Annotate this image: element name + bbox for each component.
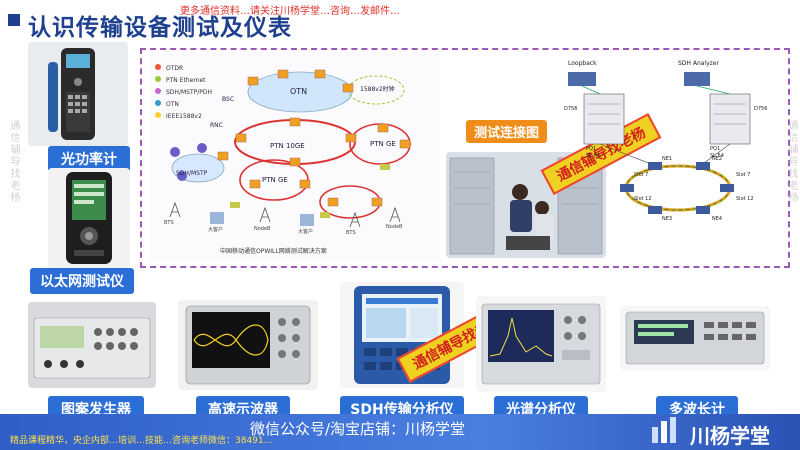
legend-item: OTDR <box>166 65 184 72</box>
pq-label: PQ1 <box>586 146 597 152</box>
small-label: BTS <box>164 220 174 226</box>
legend-item: PTN Ethernet <box>166 77 206 84</box>
device-label: D756 <box>564 106 578 112</box>
sdh-analyzer-label: SDH Analyzer <box>678 60 719 67</box>
loopback-label: Loopback <box>568 60 597 67</box>
node-sdh: SDH/MSTP <box>176 170 208 177</box>
pq-label: PQ1 <box>710 146 721 152</box>
small-label: 大客户 <box>298 229 314 235</box>
network-diagram: OTDR PTN Ethernet SDH/MSTP/PDH OTN IEEE1… <box>150 52 440 262</box>
test-connection-label: 测试连接图 <box>466 120 548 143</box>
device-label: D756 <box>754 106 768 112</box>
node-ptn10ge: PTN 10GE <box>270 142 305 150</box>
page-title: 认识传输设备测试及仪表 <box>28 15 292 41</box>
ring-label: Slot 7 <box>736 172 751 178</box>
small-label: BTS <box>346 230 356 236</box>
small-label: 大客户 <box>208 227 224 233</box>
small-label: NodeB <box>386 224 403 230</box>
brand-logo-icon <box>650 417 684 445</box>
ring-label: NE1 <box>662 156 673 162</box>
sdh-test-diagram: Loopback SDH Analyzer D756 D756 PQ1 PQ1 … <box>560 54 784 264</box>
title-marker <box>8 14 20 26</box>
node-ring: 1588v2时钟 <box>360 86 395 93</box>
top-notice: 更多通信资料…请关注川杨学堂…咨询…发邮件… <box>180 6 400 17</box>
node-otn: OTN <box>290 87 308 96</box>
node-ptnge-1: PTN GE <box>262 176 288 184</box>
side-watermark: 通信辅导找老杨 <box>786 120 797 204</box>
ring-label: NE2 <box>712 156 723 162</box>
footer-title: 微信公众号/淘宝店铺：川杨学堂 <box>250 420 466 438</box>
ethernet-tester-label: 以太网测试仪 <box>30 268 134 294</box>
diagram-caption: 中国移动通信OPWILL网络测试解决方案 <box>220 248 327 255</box>
slot-label: SL 64 <box>586 153 600 159</box>
ring-label: Slot 12 <box>736 196 754 202</box>
brand-name: 川杨学堂 <box>690 424 770 448</box>
ring-label: NE4 <box>712 216 723 222</box>
side-watermark: 通信辅导找老杨 <box>8 120 19 204</box>
optical-power-meter-photo <box>28 42 128 146</box>
footer-subtitle: 精品课程精华，央企内部…培训…技能…咨询老师微信：38491… <box>10 436 273 446</box>
oscilloscope-photo <box>178 300 318 390</box>
diagram-legend: OTDR PTN Ethernet SDH/MSTP/PDH OTN IEEE1… <box>166 63 212 123</box>
ring-label: Slot 12 <box>634 196 652 202</box>
node-bsc: BSC <box>222 96 235 103</box>
legend-item: SDH/MSTP/PDH <box>166 89 213 96</box>
ring-label: NE3 <box>662 216 673 222</box>
small-label: NodeB <box>254 226 271 232</box>
network-frame <box>140 48 790 268</box>
legend-item: OTN <box>166 101 179 108</box>
spectrum-analyzer-photo <box>476 296 606 392</box>
ethernet-tester-photo <box>48 168 130 268</box>
node-ptnge-2: PTN GE <box>370 140 396 148</box>
wavelength-meter-photo <box>620 306 770 370</box>
optical-power-meter-label: 光功率计 <box>48 146 130 172</box>
node-rnc: RNC <box>210 122 223 129</box>
pattern-generator-photo <box>28 302 156 388</box>
slot-label: SL 64 <box>710 153 724 159</box>
legend-item: IEEE1588v2 <box>166 113 202 120</box>
ring-label: Slot 7 <box>634 172 649 178</box>
